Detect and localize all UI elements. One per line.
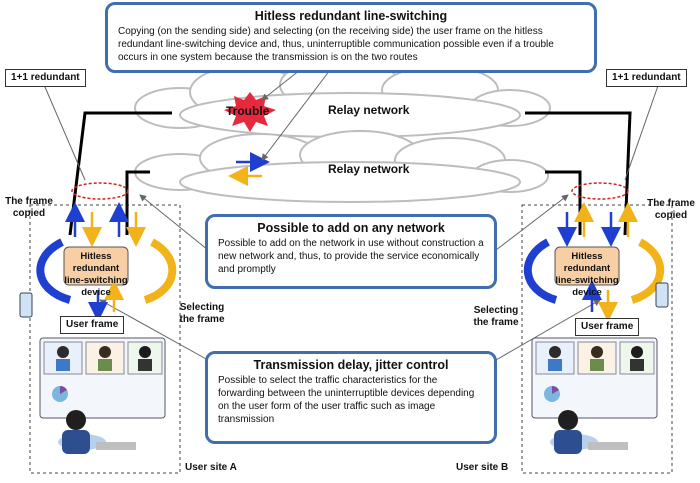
trouble-label: Trouble (226, 104, 270, 118)
callout-delay-title: Transmission delay, jitter control (253, 358, 449, 372)
route-line-top-right (525, 111, 632, 236)
trouble-burst-icon (224, 92, 276, 132)
arrows-left (65, 202, 146, 322)
user-site-b-box (521, 204, 673, 474)
callout-delay: Transmission delay, jitter control Possi… (205, 351, 497, 444)
copy-curve-left-icon (36, 238, 72, 304)
select-curve-right-icon (523, 238, 558, 304)
pointer-lines (41, 69, 661, 361)
redundant-label-right: 1+1 redundant (606, 69, 687, 87)
relay-cloud-bottom (134, 130, 549, 203)
callout-hitless: Hitless redundant line-switching Copying… (105, 2, 597, 73)
device-label-left: Hitless redundant line-switching device (64, 251, 128, 298)
route-line-bottom-right (545, 170, 582, 235)
callout-hitless-title: Hitless redundant line-switching (254, 9, 448, 23)
device-label-right: Hitless redundant line-switching device (555, 251, 619, 298)
callout-hitless-body: Copying (on the sending side) and select… (118, 26, 554, 63)
redundant-marker-right (571, 182, 629, 200)
frame-copied-label-right: The frame copied (647, 198, 695, 221)
site-a-label: User site A (185, 462, 237, 473)
relay-label-top: Relay network (328, 103, 410, 117)
user-site-a-box (29, 204, 181, 474)
user-frame-label-right: User frame (575, 318, 640, 336)
callout-any-network-title: Possible to add on any network (257, 221, 445, 235)
callout-any-network-body: Possible to add on the network in use wi… (218, 238, 484, 275)
selecting-label-right: Selecting the frame (473, 305, 519, 328)
redundant-marker-left (71, 182, 129, 200)
video-meeting-left-icon (39, 337, 166, 454)
selecting-label-left: Selecting the frame (179, 302, 225, 325)
phone-left-icon (19, 292, 33, 318)
relay-label-bottom: Relay network (328, 162, 410, 176)
video-meeting-right-icon (531, 337, 658, 454)
device-left (63, 246, 129, 286)
callout-any-network: Possible to add on any network Possible … (205, 214, 497, 289)
phone-right-icon (655, 282, 669, 308)
copy-curve-right-icon (630, 238, 665, 304)
callout-delay-body: Possible to select the traffic character… (218, 375, 475, 425)
site-b-label: User site B (456, 462, 509, 473)
redundant-label-left: 1+1 redundant (5, 69, 86, 87)
frame-copied-label-left: The frame copied (5, 196, 53, 219)
arrows-right (557, 202, 638, 322)
select-curve-left-icon (143, 238, 177, 304)
user-frame-label-left: User frame (60, 316, 125, 334)
